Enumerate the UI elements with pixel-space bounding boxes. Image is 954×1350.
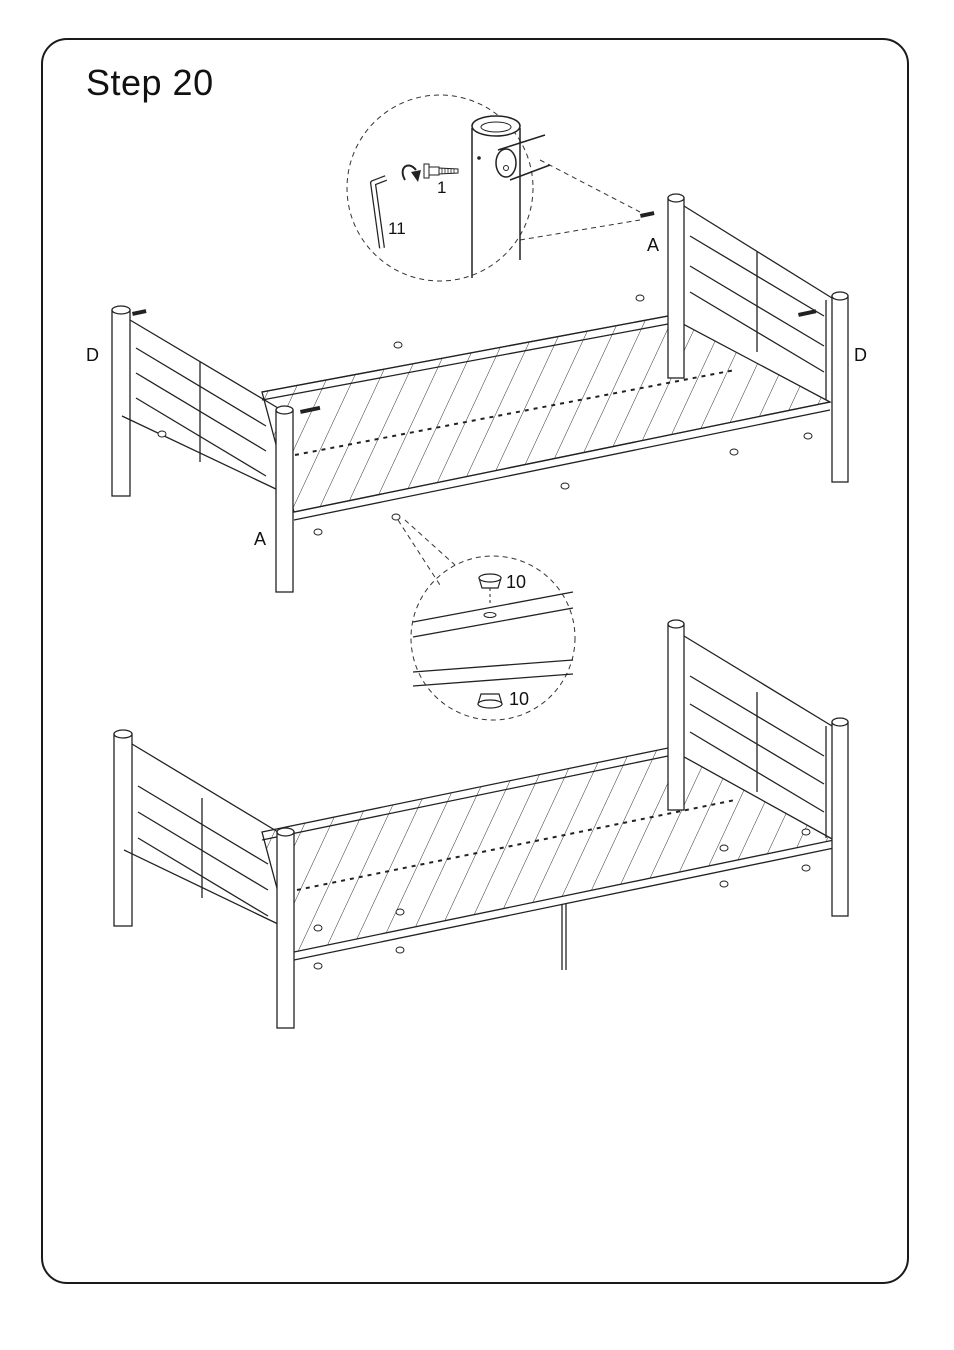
post-label-a-bottom: A xyxy=(254,529,266,549)
glide-part-number-top: 10 xyxy=(506,572,526,592)
callout-screw-detail xyxy=(347,95,640,281)
callout-glide-detail xyxy=(398,520,575,720)
hex-key-part-number: 11 xyxy=(388,219,406,238)
post-label-d-left: D xyxy=(86,345,99,365)
post-label-a-top: A xyxy=(647,235,659,255)
screw-part-number: 1 xyxy=(437,178,446,197)
post-label-d-right: D xyxy=(854,345,867,365)
glide-part-number-bottom: 10 xyxy=(509,689,529,709)
